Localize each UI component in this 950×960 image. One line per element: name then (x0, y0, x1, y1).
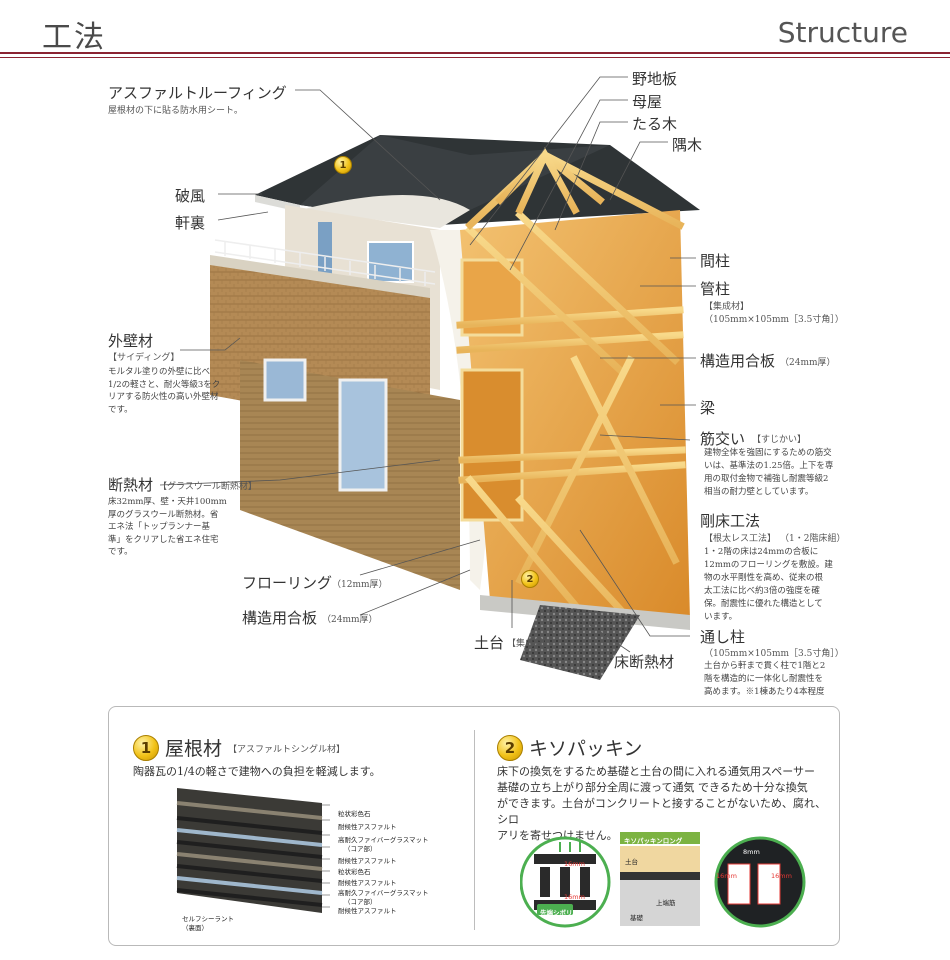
label-kudabashira: 管柱 (700, 280, 731, 298)
layer-label-10: 耐候性アスファルト (338, 907, 397, 915)
layer-label-8: 高耐久ファイバーグラスマット (338, 889, 429, 897)
layer-label-2: 耐候性アスファルト (338, 823, 397, 831)
header-rule (0, 52, 950, 54)
label-nokiura: 軒裏 (175, 214, 206, 232)
label-gouyuka: 剛床工法 (700, 512, 761, 530)
kiso-dim-16-b: 16mm (564, 893, 585, 901)
label-gouyuka-sub-1: 【根太レス工法】 (704, 534, 777, 544)
label-toshibashira-desc: 土台から軒まで貫く柱で1階と2 階を構造的に一体化し耐震性を 高めます。※1棟あ… (704, 661, 826, 697)
roof-section-subtitle: 【アスファルトシングル材】 (228, 745, 346, 755)
kiso-joukiso-label: 上端筋 (656, 899, 676, 907)
label-dodai-sub: 【集成材】 (507, 639, 553, 649)
kiso-dodai-label: 土台 (625, 858, 638, 866)
label-sujikai: 筋交い (700, 430, 746, 448)
label-sumigi: 隅木 (672, 136, 703, 154)
label-flooring: フローリング (242, 574, 333, 592)
label-structural-plywood-bottom-sub: （24mm厚） (322, 615, 378, 625)
kiso-dim-16-c: 16mm (716, 872, 737, 880)
layer-label-1: 粒状彩色石 (338, 810, 371, 818)
label-dannetsuzai: 断熱材 (108, 476, 154, 494)
label-dodai: 土台 (474, 634, 505, 652)
kiso-dim-16-d: 16mm (771, 872, 792, 880)
label-gouyuka-desc: 1・2階の床は24mmの合板に 12mmのフローリングを敷設。建 物の水平剛性を… (704, 547, 833, 622)
label-hari: 梁 (700, 399, 716, 417)
label-asphalt-roofing-desc: 屋根材の下に貼る防水用シート。 (108, 106, 243, 116)
panel-divider (474, 730, 475, 930)
kiso-dim-16-a: 16mm (564, 860, 585, 868)
layer-label-5: 耐候性アスファルト (338, 857, 397, 865)
label-gaihekizai-sub: 【サイディング】 (108, 353, 180, 363)
label-moya: 母屋 (632, 93, 663, 111)
kiso-dim-8: 8mm (743, 848, 760, 856)
label-dannetsuzai-desc: 床32mm厚、壁・天井100mm 厚のグラスウール断熱材。省 エネ法「トップラン… (108, 497, 227, 557)
kiso-product-label: キソパッキンロング (624, 837, 683, 845)
layer-label-3: 高耐久ファイバーグラスマット (338, 836, 429, 844)
label-kudabashira-sub-2: （105mm×105mm［3.5寸角］） (704, 315, 844, 325)
marker-2-badge: 2 (521, 570, 539, 588)
kiso-packing-diagram (520, 832, 806, 928)
roof-section-body: 陶器瓦の1/4の軽さで建物への負担を軽減します。 (133, 765, 381, 778)
layer-label-9: （コア部） (344, 898, 377, 906)
label-yukadannetsu: 床断熱材 (614, 653, 675, 671)
kiso-kiso-label: 基礎 (630, 914, 643, 922)
label-gaihekizai-desc: モルタル塗りの外壁に比べ 1/2の軽さと、耐火等級3をク リアする防火性の高い外… (108, 367, 221, 415)
label-structural-plywood-right: 構造用合板 (700, 352, 776, 370)
label-mabashira: 間柱 (700, 252, 731, 270)
label-sujikai-desc: 建物全体を強固にするための筋交 いは、基準法の1.25倍。上下を専 用の取付金物… (704, 448, 834, 497)
sealant-label: セルフシーラント (182, 915, 234, 923)
header-rule-thin (0, 57, 950, 58)
kiso-tip-label: 先端シボリ (540, 909, 573, 917)
sealant-label-sub: （裏面） (182, 924, 208, 932)
page-title: 工法 (42, 20, 106, 55)
page-title-english: Structure (777, 16, 908, 49)
asphalt-shingle-layers-diagram (176, 788, 330, 913)
label-toshibashira: 通し柱 (700, 628, 746, 646)
kiso-number-badge: 2 (497, 735, 523, 761)
label-taruki: たる木 (632, 115, 678, 133)
marker-1-badge: 1 (334, 156, 352, 174)
label-structural-plywood-bottom: 構造用合板 (242, 609, 318, 627)
label-toshibashira-sub: （105mm×105mm［3.5寸角］） (704, 649, 844, 659)
label-asphalt-roofing: アスファルトルーフィング (108, 84, 287, 102)
roof-number-badge: 1 (133, 735, 159, 761)
label-structural-plywood-right-sub: （24mm厚） (780, 358, 836, 368)
label-nojiita: 野地板 (632, 70, 678, 88)
layer-label-4: （コア部） (344, 845, 377, 853)
label-sujikai-sub: 【すじかい】 (752, 435, 807, 445)
layer-label-6: 粒状彩色石 (338, 868, 371, 876)
label-hafu: 破風 (175, 187, 206, 205)
label-kudabashira-sub-1: 【集成材】 (704, 302, 750, 312)
label-dannetsuzai-sub: 【グラスウール断熱材】 (158, 482, 257, 492)
label-gouyuka-sub-2: （1・2階床組） (780, 534, 846, 544)
layer-label-7: 耐候性アスファルト (338, 879, 397, 887)
roof-section-title: 屋根材 (165, 738, 223, 760)
kiso-section-body: 床下の換気をするため基礎と土台の間に入れる通気用スペーサー 基礎の立ち上がり部分… (497, 765, 827, 842)
kiso-section-title: キソパッキン (529, 738, 643, 760)
label-flooring-sub: （12mm厚） (332, 580, 388, 590)
label-gaihekizai: 外壁材 (108, 332, 154, 350)
house-cutaway-illustration (159, 76, 700, 680)
